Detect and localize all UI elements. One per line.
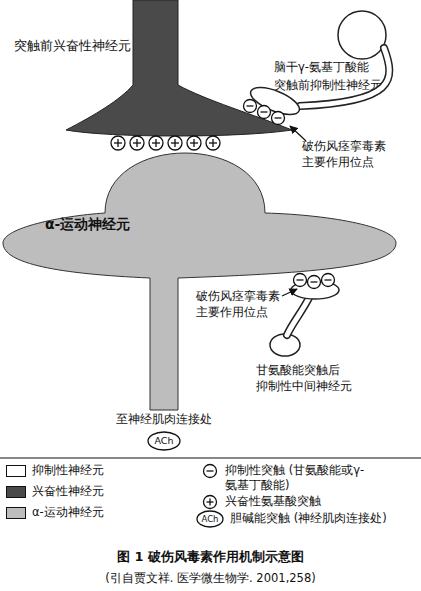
motor-neuron-shape: [3, 153, 396, 410]
node-label: 突触前兴奋性神经元: [14, 38, 139, 54]
inhibitory-synapse-symbol: [244, 100, 285, 125]
node-label: 脑干γ-氨基丁酸能 突触前抑制性神经元: [274, 58, 386, 94]
callout-label: 破伤风痉挛毒素 主要作用位点: [302, 138, 398, 170]
leader-arrow: [282, 289, 297, 296]
legend-text: 抑制性神经元: [32, 463, 182, 478]
node-label: ACh: [147, 434, 181, 448]
cholinergic-synapse: ACh: [147, 431, 181, 451]
inhibitory-synapse-symbol: [294, 274, 335, 289]
legend-swatch: [6, 507, 26, 519]
leader-arrow: [290, 126, 306, 141]
interneuron-shape: [270, 334, 300, 356]
legend-text: 兴奋性神经元: [32, 484, 182, 499]
node-label: α-运动神经元: [45, 216, 185, 232]
legend-text: α-运动神经元: [32, 505, 182, 520]
legend-text: 抑制性突触 (甘氨酸能或γ-氨基丁酸能): [225, 463, 400, 493]
excitatory-synapse-symbol: [111, 136, 220, 150]
legend-swatch: [6, 465, 26, 477]
node-label: 甘氨酸能突触后 抑制性中间神经元: [256, 362, 374, 394]
excitatory-neuron: 突触前兴奋性神经元: [0, 0, 300, 140]
legend-symbol: [197, 465, 223, 528]
legend-text: 兴奋性氨基酸突触: [225, 494, 400, 509]
excitatory-neuron-shape: [66, 0, 292, 136]
figure-caption: 图 1 破伤风毒素作用机制示意图: [0, 549, 421, 565]
legend-text: 胆碱能突触 (神经肌肉连接处): [230, 511, 405, 526]
excitatory-neuron-outline: [0, 0, 300, 140]
callout-label: 破伤风痉挛毒素 主要作用位点: [196, 288, 292, 320]
inhibitory-neuron: 脑干γ-氨基丁酸能 突触前抑制性神经元: [268, 6, 403, 98]
target-label: 至神经肌肉连接处: [100, 411, 228, 427]
legend-swatch: [6, 486, 26, 498]
glycine-axon: [287, 281, 339, 335]
symbol-text: ACh: [197, 512, 223, 526]
cholinergic-synapse-shape: [148, 432, 180, 450]
gaba-axon: [247, 48, 389, 120]
separator-line: [0, 458, 421, 459]
citation: (引自贾文祥. 医学微生物学. 2001,258): [0, 570, 421, 586]
inhibitory-neuron-shape: [338, 11, 386, 59]
interneuron: 甘氨酸能突触后 抑制性中间神经元: [250, 330, 380, 400]
